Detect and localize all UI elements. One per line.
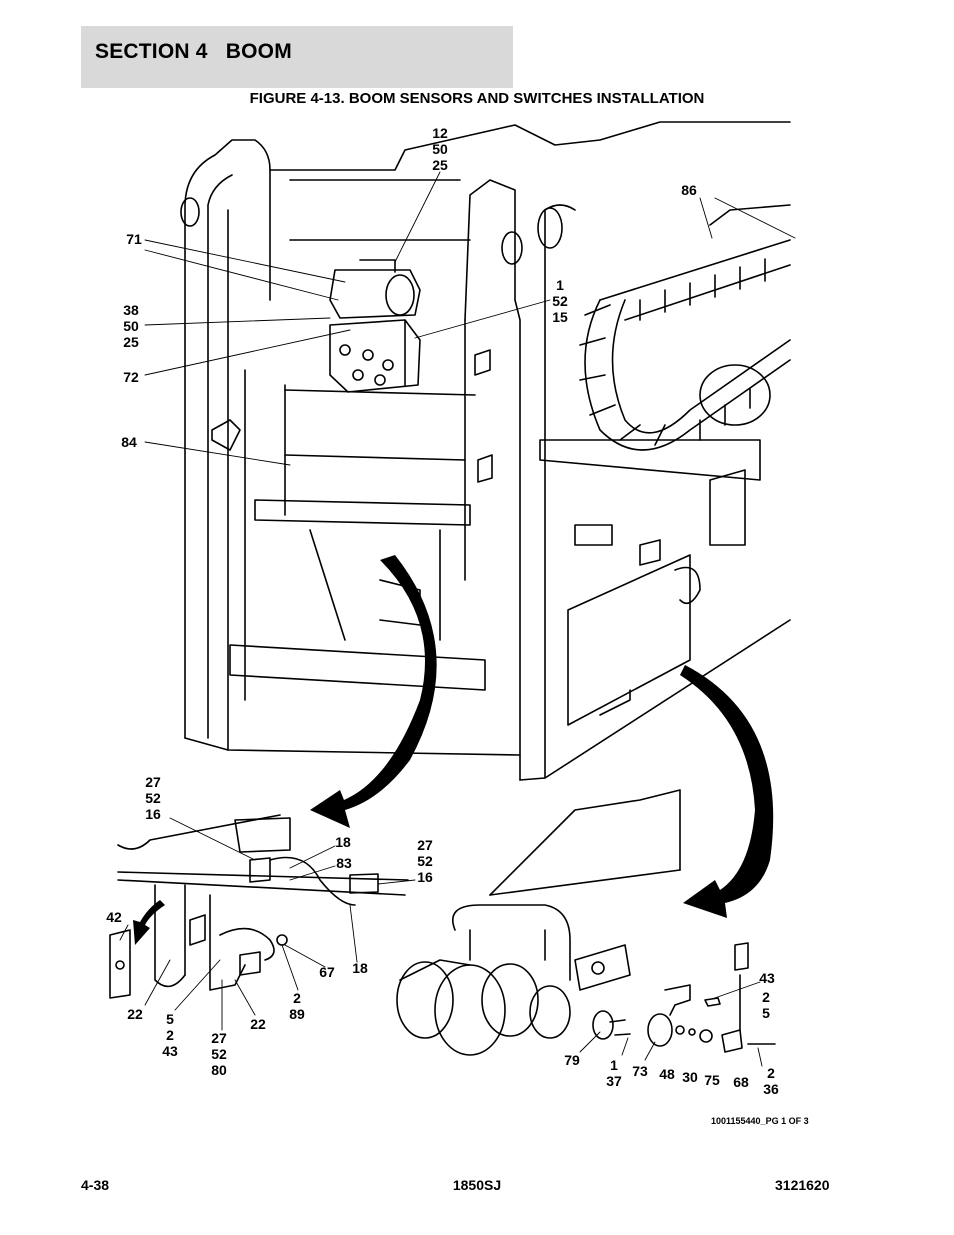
footer-model: 1850SJ xyxy=(452,1177,502,1193)
section-header: SECTION 4 BOOM xyxy=(81,26,513,88)
boom-frame xyxy=(180,121,791,781)
valve-block xyxy=(329,259,421,393)
detail-right xyxy=(396,789,776,1056)
callout-86: 86 xyxy=(681,182,697,198)
footer-document-number: 3121620 xyxy=(775,1177,830,1193)
callout-18-b: 18 xyxy=(352,960,368,976)
callout-79: 79 xyxy=(564,1052,580,1068)
figure-title: FIGURE 4-13. BOOM SENSORS AND SWITCHES I… xyxy=(249,90,705,107)
callout-72: 72 xyxy=(123,369,139,385)
footer-page-number: 4-38 xyxy=(81,1177,110,1193)
callout-71: 71 xyxy=(126,231,142,247)
leader-lines xyxy=(119,171,796,1067)
callout-48: 48 xyxy=(659,1066,675,1082)
callout-22-b: 22 xyxy=(250,1016,266,1032)
sensor-plate xyxy=(567,524,701,726)
callout-83: 83 xyxy=(336,855,352,871)
callout-67: 67 xyxy=(319,964,335,980)
detail-left xyxy=(109,814,409,999)
callout-22-a: 22 xyxy=(127,1006,143,1022)
small-arrow-42 xyxy=(133,900,165,945)
drawing-id: 1001155440_PG 1 OF 3 xyxy=(711,1116,809,1126)
callout-43: 43 xyxy=(759,970,775,986)
section-title: SECTION 4 BOOM xyxy=(95,40,292,63)
callout-84: 84 xyxy=(121,434,137,450)
callout-73: 73 xyxy=(632,1063,648,1079)
cable-track xyxy=(539,204,791,546)
callout-30: 30 xyxy=(682,1069,698,1085)
detail-arrow-right xyxy=(680,665,774,918)
callout-75: 75 xyxy=(704,1072,720,1088)
callout-68: 68 xyxy=(733,1074,749,1090)
detail-arrow-left xyxy=(310,555,437,828)
callout-42: 42 xyxy=(106,909,122,925)
callout-18-a: 18 xyxy=(335,834,351,850)
